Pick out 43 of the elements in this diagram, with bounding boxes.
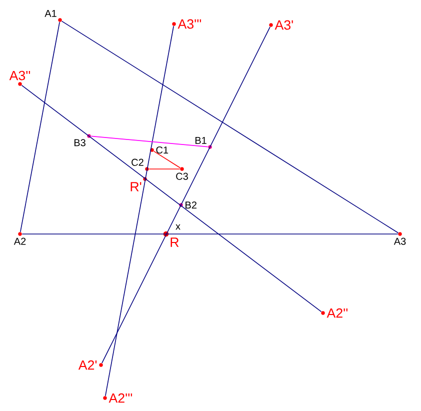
point: A2': [78, 360, 103, 370]
point: R: [163, 231, 179, 247]
node-label: B1: [195, 137, 206, 144]
node-label: C3: [176, 172, 188, 180]
line-segment: [148, 168, 180, 170]
node-label: A3: [394, 238, 406, 245]
node-label: A3': [274, 20, 293, 30]
node-label: A2': [78, 360, 97, 370]
point: A3''': [172, 19, 202, 29]
node-label: B3: [74, 139, 86, 146]
point: B3: [74, 134, 91, 146]
point: R': [130, 177, 147, 192]
point: A3'': [9, 70, 30, 86]
line-segment: [21, 84, 322, 312]
point: C3: [176, 167, 188, 180]
node-label: R: [170, 238, 179, 247]
node-label: A2'': [326, 308, 348, 318]
node-label: C1: [156, 146, 168, 154]
node-label: B2: [186, 202, 196, 208]
node-label: C2: [132, 158, 144, 166]
point: A3': [269, 20, 293, 30]
line-segment: [20, 22, 60, 232]
point: A1: [44, 10, 62, 22]
node-label: A3''': [178, 19, 202, 29]
line-segment: [61, 20, 399, 234]
node-label: A1: [44, 10, 56, 17]
line-segment: [153, 150, 181, 168]
point: A2'': [321, 308, 348, 318]
node-label: A2''': [108, 393, 132, 403]
point: B2: [179, 202, 196, 208]
point-label: x: [176, 224, 180, 230]
node-label: A2: [14, 238, 26, 245]
node-label: A3'': [9, 70, 30, 80]
line-segment: [90, 136, 208, 148]
line-segment: [102, 26, 270, 364]
point: A2''': [103, 393, 132, 403]
point: C1: [150, 146, 168, 154]
point: C2: [132, 158, 149, 171]
point: A3: [394, 232, 406, 245]
point: B1: [195, 137, 212, 149]
node-label: R': [130, 182, 142, 192]
point: A2: [14, 232, 26, 245]
line-segment: [105, 26, 174, 396]
